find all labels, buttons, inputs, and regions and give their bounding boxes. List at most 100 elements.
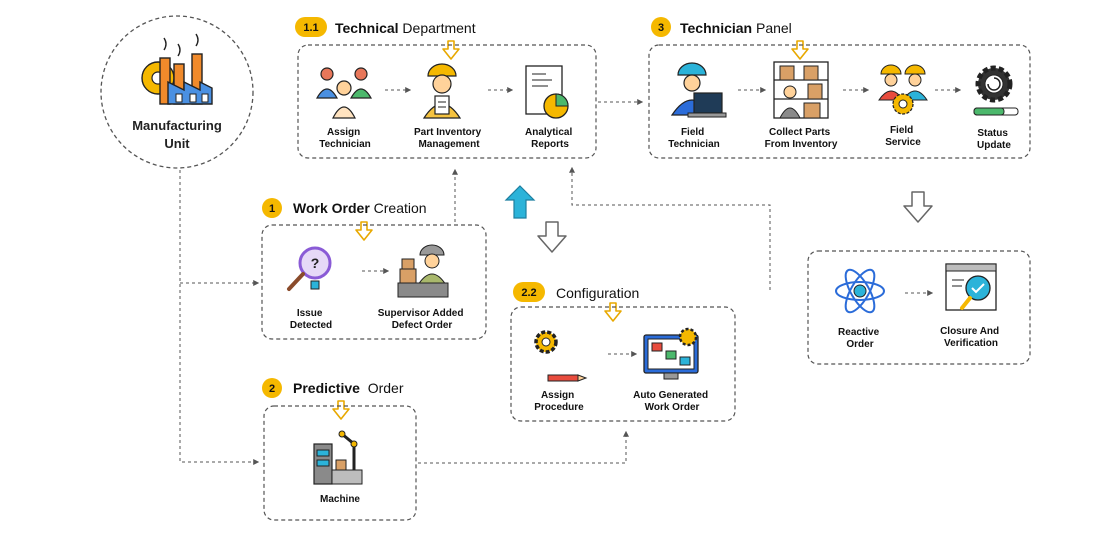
technician-title-regular: Panel (752, 20, 792, 36)
badge-predictive (262, 378, 282, 398)
monitor-gear-icon (643, 327, 699, 380)
badge-technician (651, 17, 671, 37)
configuration-title-regular: Configuration (556, 285, 639, 301)
auto-generated-line2: Work Order (645, 402, 700, 413)
label-supervisor-added: Supervisor Added Defect Order (378, 308, 467, 331)
analytical-reports-line2: Reports (531, 139, 569, 150)
connectors (179, 87, 962, 465)
part-inventory-line1: Part Inventory (414, 127, 482, 138)
label-field-service: Field Service (885, 125, 921, 148)
reactive-order-line2: Order (846, 339, 873, 350)
label-status-update: Status Update (977, 128, 1011, 151)
connector-reactive-to-technical (569, 166, 771, 290)
section-work-order-title: Work Order Creation (293, 200, 427, 216)
predictive-title-regular: Order (360, 380, 404, 396)
badge-technical (295, 17, 327, 37)
label-auto-generated: Auto Generated Work Order (633, 390, 711, 413)
label-field-technician: Field Technician (668, 127, 720, 150)
badge-technical-text: 1.1 (303, 22, 318, 34)
badge-configuration-text: 2.2 (521, 287, 536, 299)
technical-title-bold: Technical (335, 20, 399, 36)
status-update-line1: Status (977, 128, 1008, 139)
pencil-icon (547, 374, 588, 382)
yellow-down-arrow-icon (332, 400, 350, 420)
field-service-line2: Service (885, 137, 921, 148)
bidirectional-flow-arrows (504, 185, 933, 253)
assign-procedure-line2: Procedure (534, 402, 584, 413)
connector-unit-to-predictive (179, 170, 260, 465)
label-assign-technician: Assign Technician (319, 127, 371, 150)
work-order-title-regular: Creation (370, 200, 427, 216)
yellow-down-arrow-icon (791, 40, 809, 60)
reactive-order-line1: Reactive (838, 327, 880, 338)
field-technician-line2: Technician (668, 139, 720, 150)
section-predictive-title: Predictive Order (293, 380, 404, 396)
supervisor-desk-icon (397, 244, 449, 298)
predictive-title-bold: Predictive (293, 380, 360, 396)
collect-parts-line2: From Inventory (765, 139, 838, 150)
report-chart-icon (525, 65, 569, 119)
status-update-line2: Update (977, 140, 1011, 151)
badge-technician-text: 3 (658, 22, 664, 34)
issue-detected-line1: Issue (297, 308, 323, 319)
section-work-order-creation: 1 Work Order Creation ? Issue Detected S… (261, 198, 487, 340)
technician-title-bold: Technician (680, 20, 752, 36)
field-service-line1: Field (890, 125, 913, 136)
technician-laptop-icon (670, 62, 727, 118)
supervisor-added-line1: Supervisor Added (378, 308, 464, 319)
section-predictive-order: 2 Predictive Order Machine (262, 378, 417, 521)
magnifier-question-icon: ? (287, 246, 332, 291)
yellow-down-arrow-icon (442, 40, 460, 60)
label-reactive-order: Reactive Order (838, 327, 882, 350)
section-technician-title: Technician Panel (680, 20, 792, 36)
yellow-down-arrow-icon (604, 302, 622, 322)
part-inventory-line2: Management (418, 139, 480, 150)
grey-down-arrow-icon (903, 191, 933, 223)
technical-title-regular: Department (399, 20, 476, 36)
issue-detected-line2: Detected (290, 320, 332, 331)
machine-robot-arm-icon (313, 430, 363, 485)
label-closure-verification: Closure And Verification (940, 326, 1002, 349)
factory-icon (141, 33, 213, 105)
predictive-order-box (263, 405, 417, 521)
worker-clipboard-icon (422, 63, 462, 119)
cyan-up-arrow-icon (504, 185, 536, 219)
label-assign-procedure: Assign Procedure (534, 390, 584, 413)
grey-down-arrow-icon (537, 221, 567, 253)
atom-icon (835, 268, 885, 314)
field-service-icon (878, 64, 928, 115)
label-analytical-reports: Analytical Reports (525, 127, 575, 150)
collect-parts-line1: Collect Parts (769, 127, 831, 138)
badge-work-order-text: 1 (269, 203, 275, 215)
assign-technician-line1: Assign (327, 127, 360, 138)
team-icon (315, 67, 373, 119)
verification-window-icon (945, 263, 997, 311)
manufacturing-unit: Manufacturing Unit (100, 15, 254, 169)
label-part-inventory: Part Inventory Management (414, 127, 484, 150)
assign-procedure-line1: Assign (541, 390, 574, 401)
work-order-title-bold: Work Order (293, 200, 370, 216)
inventory-shelf-icon (773, 61, 829, 119)
section-configuration: 2.2 Configuration Assign Procedure Auto … (510, 282, 736, 422)
svg-text:?: ? (311, 255, 320, 271)
assign-technician-line2: Technician (319, 139, 371, 150)
badge-work-order (262, 198, 282, 218)
manufacturing-unit-line2: Unit (164, 136, 190, 151)
section-technical-title: Technical Department (335, 20, 476, 36)
closure-verification-line1: Closure And (940, 326, 999, 337)
auto-generated-line1: Auto Generated (633, 390, 708, 401)
analytical-reports-line1: Analytical (525, 127, 572, 138)
badge-configuration (513, 282, 545, 302)
section-technical-department: 1.1 Technical Department Assign Technici… (295, 17, 597, 159)
section-technician-panel: 3 Technician Panel Field Technician (648, 17, 1031, 159)
work-order-box (261, 224, 487, 340)
reactive-closure-box (807, 250, 1031, 365)
badge-predictive-text: 2 (269, 383, 275, 395)
configuration-box (510, 306, 736, 422)
label-issue-detected: Issue Detected (290, 308, 332, 331)
label-machine: Machine (320, 494, 360, 505)
technician-panel-box (648, 44, 1031, 159)
gear-icon (534, 330, 558, 354)
section-configuration-title: Configuration (556, 285, 639, 301)
